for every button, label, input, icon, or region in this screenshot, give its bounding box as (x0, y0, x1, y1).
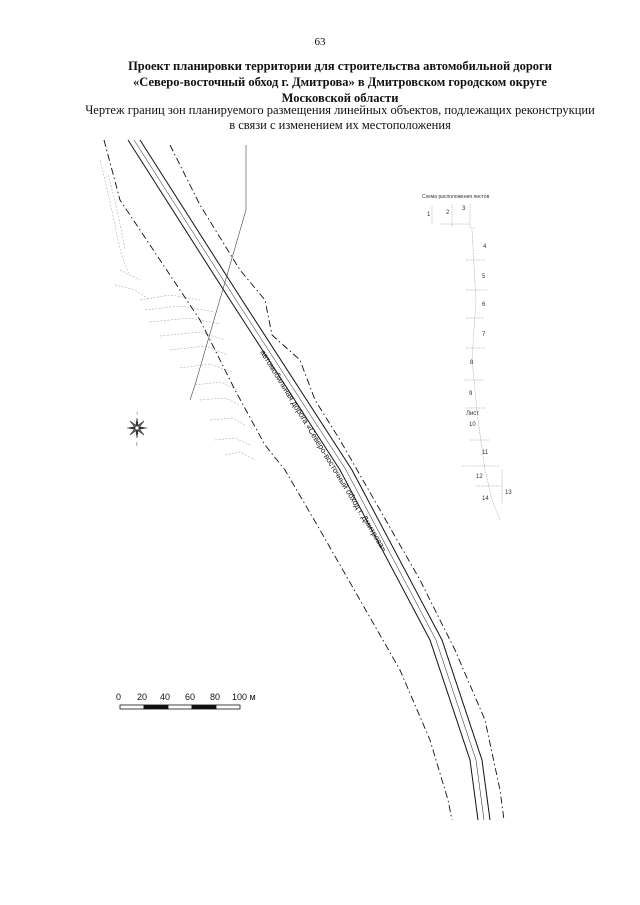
sheet-label-6: 6 (482, 302, 486, 308)
subtitle-line-1: Чертеж границ зон планируемого размещени… (85, 103, 595, 117)
sheet-label-10: 10 (469, 422, 476, 428)
sheet-word-label: Лист (466, 411, 479, 417)
scale-bar: 0 20 40 60 80 100 м (116, 692, 256, 710)
scale-segment-5 (215, 704, 241, 710)
scale-tick-80: 80 (210, 692, 220, 702)
road-edge-left (127, 139, 479, 821)
scale-segment-3 (167, 704, 193, 710)
north-arrow-top-label: 7 (136, 411, 139, 416)
sheet-label-9: 9 (469, 391, 473, 397)
page-number: 63 (314, 36, 326, 48)
scale-segment-2 (143, 704, 169, 710)
title-line-1: Проект планировки территории для строите… (128, 59, 552, 73)
title-line-2: «Северо-восточный обход г. Дмитрова» в Д… (133, 75, 547, 89)
sheet-label-13: 13 (505, 490, 512, 496)
sheet-label-3: 3 (462, 206, 466, 212)
road-label: автомобильная дорога «Северо-восточный о… (258, 348, 389, 553)
road-edge-right (139, 139, 491, 821)
scale-tick-0: 0 (116, 692, 121, 702)
sheet-scheme-title: Схема расположения листов (422, 194, 490, 200)
scale-tick-40: 40 (160, 692, 170, 702)
sheet-label-8: 8 (470, 360, 474, 366)
north-arrow-bottom-label: ξ (136, 441, 138, 446)
scale-tick-20: 20 (137, 692, 147, 702)
sheet-label-14: 14 (482, 496, 489, 502)
scale-segment-1 (119, 704, 145, 710)
sheet-label-11: 11 (482, 450, 489, 456)
document-subtitle: Чертеж границ зон планируемого размещени… (60, 103, 620, 133)
north-arrow-icon: 7 ξ (126, 411, 148, 446)
sheet-label-4: 4 (483, 244, 487, 250)
subtitle-line-2: в связи с изменением их местоположения (229, 118, 451, 132)
sheet-label-2: 2 (446, 210, 450, 216)
scale-segment-4 (191, 704, 217, 710)
sheet-label-5: 5 (482, 274, 486, 280)
sheet-scheme: Схема расположения листов 1 2 3 4 5 6 7 … (422, 194, 512, 521)
sheet-label-1: 1 (427, 212, 431, 218)
road-centerline (133, 139, 485, 821)
sheet-label-7: 7 (482, 332, 486, 338)
sheet-label-12: 12 (476, 474, 483, 480)
zone-boundary-left (103, 139, 453, 821)
scale-tick-100: 100 м (232, 692, 256, 702)
scale-tick-60: 60 (185, 692, 195, 702)
survey-line (189, 145, 247, 401)
document-title: Проект планировки территории для строите… (60, 58, 620, 106)
title-line-3: Московской области (281, 91, 399, 105)
zone-boundary-right (169, 144, 505, 821)
